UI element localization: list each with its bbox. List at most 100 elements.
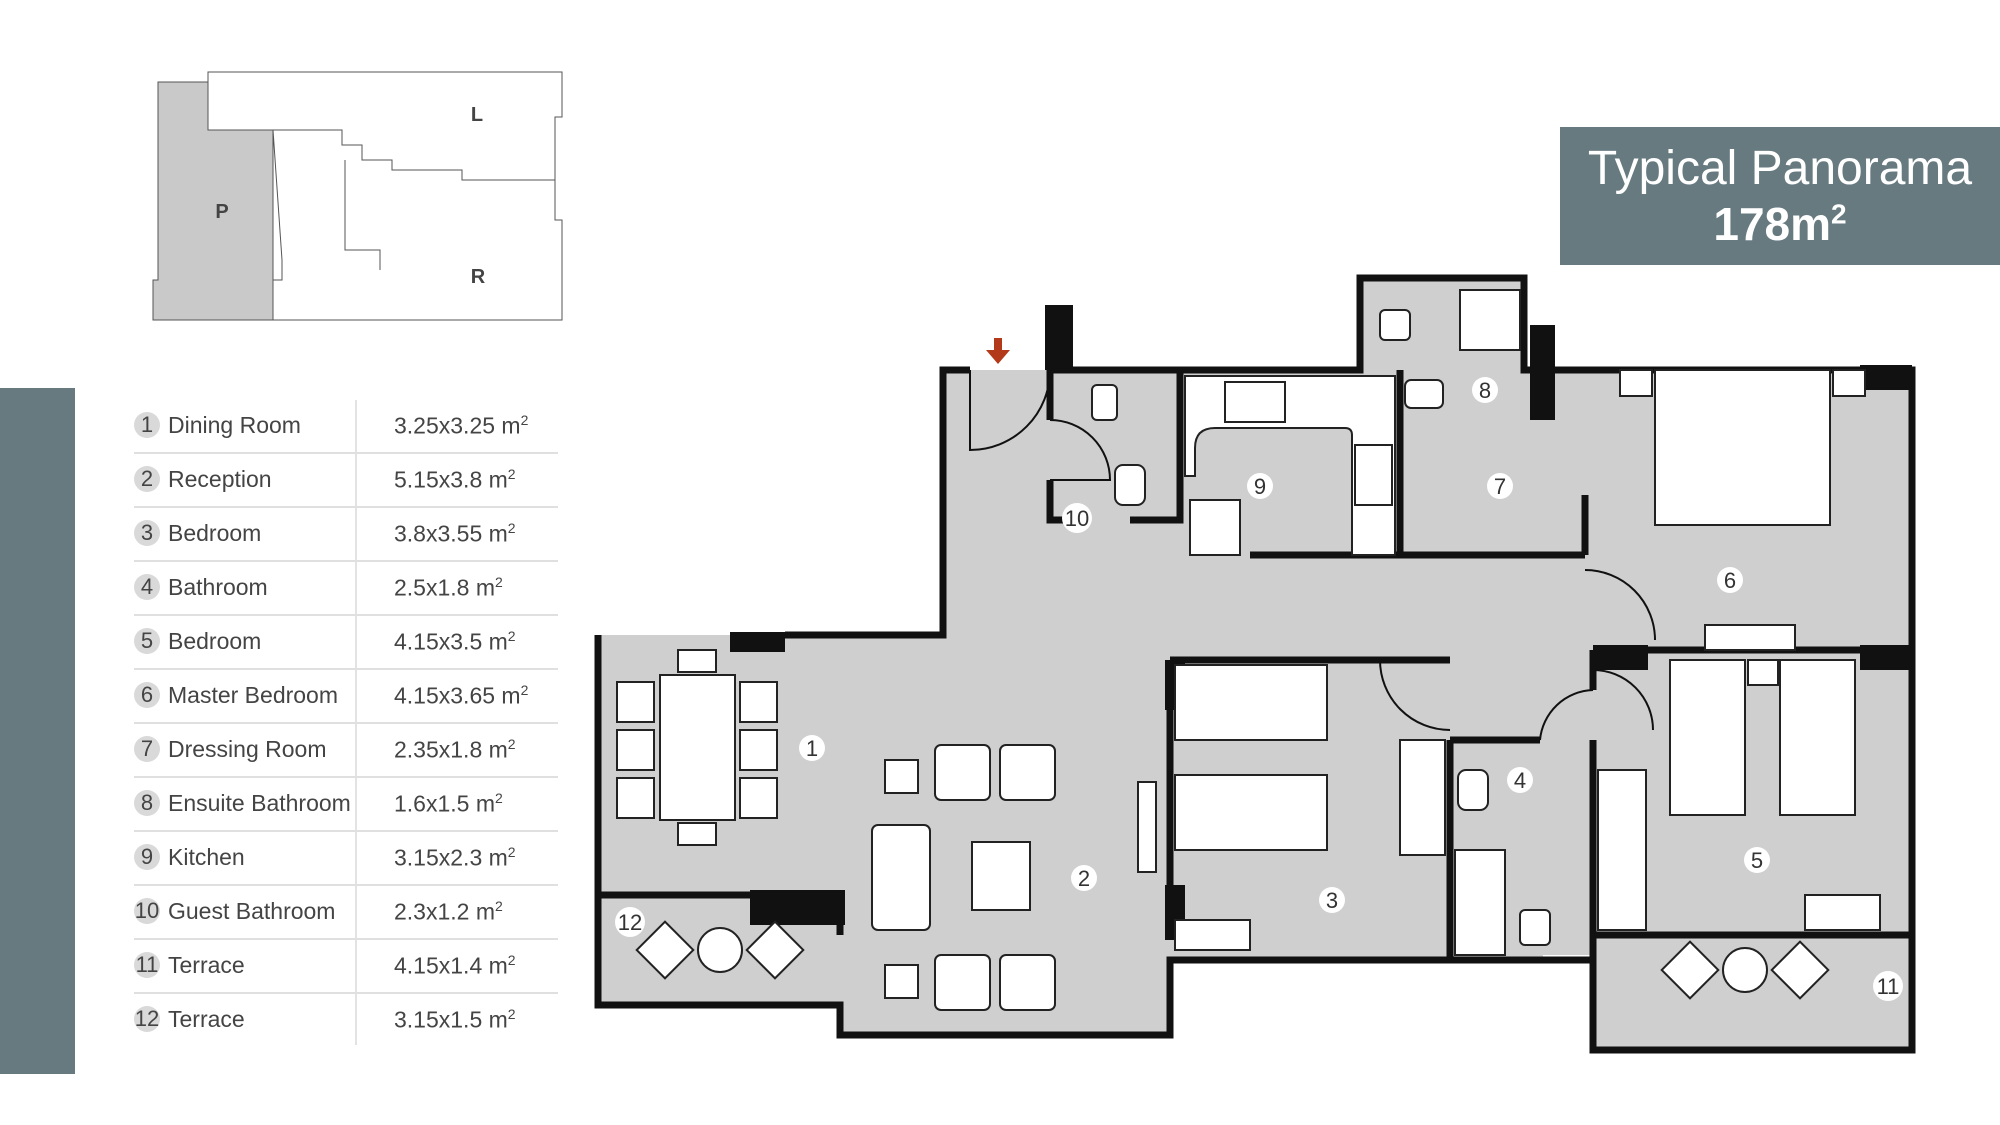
room-badge bbox=[1717, 567, 1743, 593]
side-table bbox=[884, 759, 919, 794]
structural-column bbox=[1860, 365, 1912, 390]
washbasin bbox=[1114, 464, 1146, 506]
wall bbox=[785, 366, 970, 639]
room-badge bbox=[615, 907, 645, 937]
bathroom4-fixtures bbox=[1454, 769, 1551, 956]
key-plan-label-r: R bbox=[471, 266, 486, 288]
bathtub bbox=[1454, 849, 1506, 956]
chair bbox=[677, 822, 717, 846]
chair bbox=[739, 681, 778, 723]
armchair bbox=[934, 954, 991, 1011]
room-number-1: 1 bbox=[806, 736, 818, 761]
nightstand bbox=[1832, 369, 1866, 397]
reception-furniture bbox=[871, 744, 1157, 1011]
room-badge bbox=[799, 735, 825, 761]
kitchen-sink bbox=[1224, 381, 1286, 423]
room-badge bbox=[1487, 473, 1513, 499]
structural-column bbox=[1860, 645, 1912, 670]
desk bbox=[1804, 894, 1881, 931]
side-accent-bar bbox=[0, 388, 75, 1074]
terrace-chair bbox=[745, 920, 805, 980]
unit-title-panel: Typical Panorama 178m2 bbox=[1560, 127, 2000, 265]
room-number-6: 6 bbox=[1724, 568, 1736, 593]
armchair bbox=[999, 744, 1056, 801]
wardrobe bbox=[1597, 769, 1647, 931]
room-number-3: 3 bbox=[1326, 888, 1338, 913]
terrace-chair bbox=[635, 920, 695, 980]
chair bbox=[739, 729, 778, 771]
room-number-2: 2 bbox=[1078, 866, 1090, 891]
washbasin bbox=[1404, 379, 1444, 409]
ensuite-fixtures bbox=[1379, 289, 1521, 409]
kitchen-fixtures bbox=[1184, 375, 1396, 556]
armchair bbox=[934, 744, 991, 801]
arrow-down-icon bbox=[986, 338, 1010, 364]
wardrobe bbox=[1399, 739, 1446, 856]
terrace-table bbox=[697, 927, 743, 973]
nightstand bbox=[1619, 369, 1653, 397]
bedroom5-furniture bbox=[1597, 659, 1881, 931]
room-badge bbox=[1873, 971, 1903, 1001]
building-key-plan: L P R bbox=[152, 71, 563, 321]
chair bbox=[677, 649, 717, 673]
bathroom4-door-swing bbox=[1539, 689, 1594, 741]
terrace-chair bbox=[1660, 940, 1720, 1000]
room-number-9: 9 bbox=[1254, 474, 1266, 499]
coffee-table bbox=[971, 841, 1031, 911]
unit-area: 178m2 bbox=[1713, 198, 1847, 250]
single-bed bbox=[1669, 659, 1746, 816]
room-number-7: 7 bbox=[1494, 474, 1506, 499]
structural-column bbox=[1593, 645, 1648, 670]
dining-table bbox=[659, 674, 736, 821]
doors bbox=[969, 369, 1656, 741]
room-badge bbox=[1507, 767, 1533, 793]
unit-type-title: Typical Panorama bbox=[1587, 142, 1973, 195]
room-number-4: 4 bbox=[1514, 768, 1526, 793]
structural-column bbox=[750, 890, 845, 925]
floor-plan: 1 2 3 4 5 6 7 8 9 10 11 12 bbox=[594, 274, 1916, 1054]
room-badge bbox=[1247, 473, 1273, 499]
bedroom3-door-swing bbox=[1379, 659, 1451, 731]
room-number-12: 12 bbox=[618, 910, 642, 935]
room-badge bbox=[1472, 377, 1498, 403]
bedroom5-door-swing bbox=[1592, 669, 1654, 731]
room-number-5: 5 bbox=[1751, 848, 1763, 873]
double-bed bbox=[1654, 369, 1831, 526]
wall bbox=[594, 635, 1916, 1054]
guest-bathroom-fixtures bbox=[1091, 384, 1146, 506]
key-plan-label-l: L bbox=[471, 104, 483, 126]
key-plan-notch bbox=[344, 160, 381, 270]
chair bbox=[616, 777, 655, 819]
guest-bath-door-swing bbox=[1049, 419, 1112, 481]
dresser bbox=[1704, 624, 1796, 651]
room-number-labels: 1 2 3 4 5 6 7 8 9 10 11 12 bbox=[615, 377, 1903, 1001]
single-bed bbox=[1174, 664, 1328, 741]
nightstand bbox=[1747, 659, 1779, 686]
entrance-door-swing bbox=[969, 369, 1051, 452]
structural-column bbox=[730, 632, 785, 652]
toilet bbox=[1091, 384, 1118, 421]
washbasin bbox=[1457, 769, 1489, 811]
room-badge bbox=[1319, 887, 1345, 913]
terrace-chair bbox=[1770, 940, 1830, 1000]
room-badge bbox=[1062, 503, 1092, 533]
room-badge bbox=[1071, 865, 1097, 891]
room-number-8: 8 bbox=[1479, 378, 1491, 403]
structural-column bbox=[1045, 305, 1073, 370]
key-plan-label-p: P bbox=[215, 201, 228, 223]
single-bed bbox=[1779, 659, 1856, 816]
side-table bbox=[884, 964, 919, 999]
fridge bbox=[1189, 499, 1241, 556]
desk bbox=[1174, 919, 1251, 951]
toilet bbox=[1519, 909, 1551, 946]
